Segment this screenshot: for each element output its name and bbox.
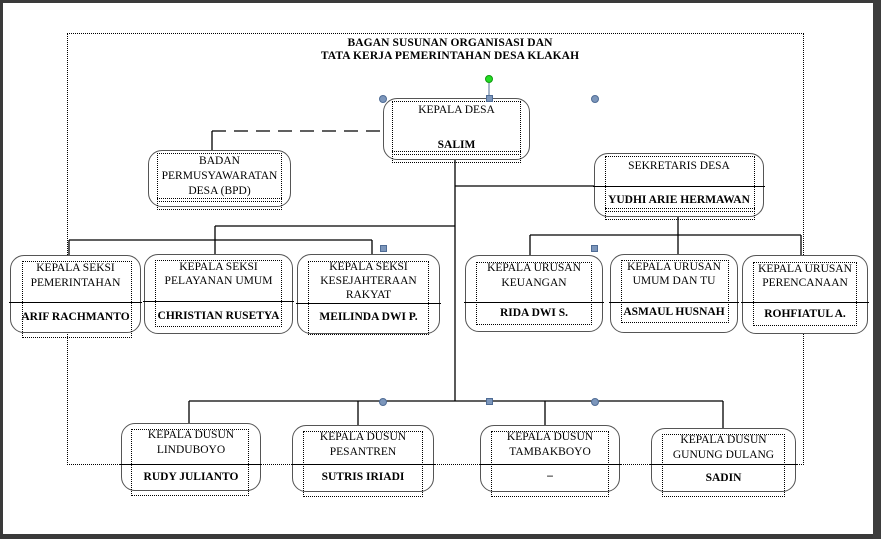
rotate-handle[interactable]: [485, 75, 493, 83]
node-role: KEPALA DESA: [418, 104, 495, 116]
node-role-line-2: TAMBAKBOYO: [509, 446, 591, 458]
node-role-line-1: KEPALA DUSUN: [319, 431, 407, 443]
node-role-line-1: BADAN: [199, 155, 240, 167]
node-name: ARIF RACHMANTO: [21, 311, 130, 323]
node-role-line-1: KEPALA SEKSI: [36, 262, 115, 274]
node-role-line-1: KEPALA SEKSI: [329, 261, 408, 273]
node-role-line-2: LINDUBOYO: [156, 444, 226, 456]
resize-handle-bottom-right[interactable]: [591, 398, 599, 406]
node-role-line-1: KEPALA DUSUN: [506, 431, 594, 443]
node-dusun-gunung-dulang[interactable]: KEPALA DUSUN GUNUNG DULANG SADIN: [650, 428, 797, 497]
resize-handle-right[interactable]: [591, 245, 598, 252]
node-name: SADIN: [705, 472, 742, 484]
node-role-line-2: GUNUNG DULANG: [672, 449, 775, 461]
node-role-line-2: PERMUSYAWARATAN: [161, 170, 278, 182]
node-name: SUTRIS IRIADI: [321, 471, 405, 483]
resize-handle-left[interactable]: [380, 245, 387, 252]
node-name: ROHFIATUL A.: [764, 308, 846, 320]
node-role-line-3: RAKYAT: [345, 289, 392, 301]
resize-handle-top-left[interactable]: [379, 95, 387, 103]
node-urusan-keuangan[interactable]: KEPALA URUSAN KEUANGAN RIDA DWI S.: [464, 255, 604, 332]
node-role-line-1: KEPALA URUSAN: [758, 263, 852, 275]
node-seksi-pelayanan-umum[interactable]: KEPALA SEKSI PELAYANAN UMUM CHRISTIAN RU…: [143, 254, 294, 334]
node-role-line-1: KEPALA DUSUN: [680, 434, 767, 446]
node-role: SEKRETARIS DESA: [628, 160, 730, 172]
node-role-line-2: KESEJAHTERAAN: [320, 275, 417, 287]
node-name: SALIM: [437, 139, 476, 151]
node-name: CHRISTIAN RUSETYA: [157, 310, 280, 322]
node-role-line-2: PESANTREN: [329, 446, 397, 458]
node-role-line-1: KEPALA DUSUN: [147, 429, 235, 441]
diagram-frame: [67, 33, 804, 465]
node-role-line-3: DESA (BPD): [188, 185, 251, 197]
node-sekretaris-desa[interactable]: SEKRETARIS DESA YUDHI ARIE HERMAWAN: [593, 153, 765, 220]
node-role-line-2: KEUANGAN: [501, 277, 567, 289]
node-role-line-1: KEPALA URUSAN: [487, 262, 581, 274]
node-seksi-pemerintahan[interactable]: KEPALA SEKSI PEMERINTAHAN ARIF RACHMANTO: [9, 255, 142, 338]
node-name: RUDY JULIANTO: [143, 471, 239, 483]
node-name: MEILINDA DWI P.: [319, 311, 418, 323]
resize-handle-top-right[interactable]: [591, 95, 599, 103]
resize-handle-bottom-left[interactable]: [379, 398, 387, 406]
node-role-line-2: PEMERINTAHAN: [30, 277, 121, 289]
node-dusun-tambakboyo[interactable]: KEPALA DUSUN TAMBAKBOYO –: [479, 425, 621, 497]
node-dusun-linduboyo[interactable]: KEPALA DUSUN LINDUBOYO RUDY JULIANTO: [120, 423, 262, 496]
node-urusan-perencanaan[interactable]: KEPALA URUSAN PERENCANAAN ROHFIATUL A.: [741, 255, 869, 334]
chart-title-line-1: BAGAN SUSUNAN ORGANISASI DAN: [347, 37, 553, 49]
node-role-line-2: PERENCANAAN: [762, 277, 848, 289]
node-urusan-umum-tu[interactable]: KEPALA URUSAN UMUM DAN TU ASMAUL HUSNAH: [609, 254, 739, 333]
node-name: YUDHI ARIE HERMAWAN: [608, 194, 750, 206]
node-role-line-2: UMUM DAN TU: [632, 275, 716, 287]
node-name: RIDA DWI S.: [499, 307, 569, 319]
node-seksi-kesejahteraan-rakyat[interactable]: KEPALA SEKSI KESEJAHTERAAN RAKYAT MEILIN…: [296, 254, 441, 335]
node-dusun-pesantren[interactable]: KEPALA DUSUN PESANTREN SUTRIS IRIADI: [291, 425, 435, 497]
node-kepala-desa[interactable]: KEPALA DESA SALIM: [383, 98, 530, 163]
node-bpd[interactable]: BADAN PERMUSYAWARATAN DESA (BPD): [148, 150, 291, 210]
node-role-line-1: KEPALA SEKSI: [179, 261, 258, 273]
node-role-line-1: KEPALA URUSAN: [627, 261, 721, 273]
resize-handle-bottom[interactable]: [486, 398, 493, 405]
chart-title-line-2: TATA KERJA PEMERINTAHAN DESA KLAKAH: [320, 50, 580, 62]
resize-handle-top[interactable]: [486, 95, 493, 102]
node-name: –: [547, 470, 553, 482]
node-role-line-2: PELAYANAN UMUM: [164, 275, 273, 287]
window-scrollbar-edge: [873, 0, 881, 539]
node-name: ASMAUL HUSNAH: [623, 306, 725, 318]
